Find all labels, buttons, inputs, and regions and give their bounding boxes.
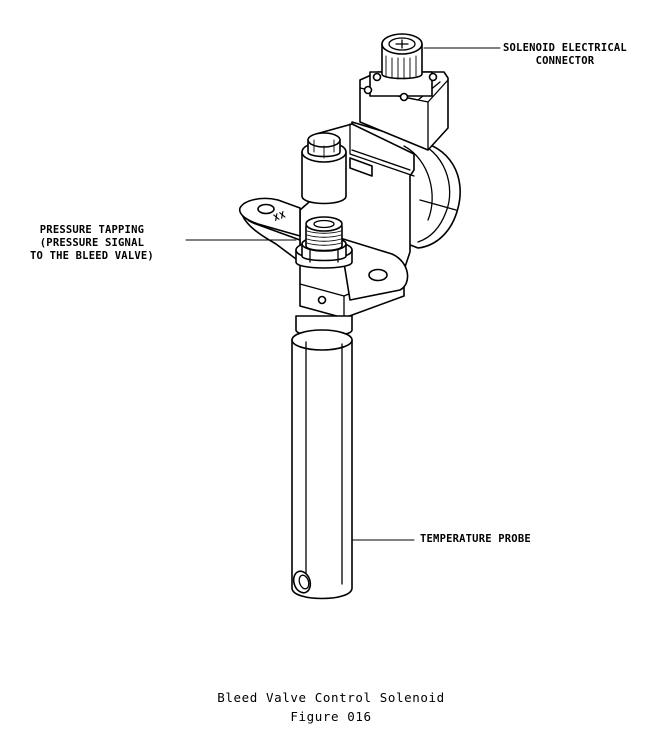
pressure-tapping-fitting [295,216,353,269]
callout-temperature-probe: TEMPERATURE PROBE [420,533,531,545]
figure-number: Figure 016 [290,709,372,724]
mounting-bracket [238,197,409,305]
callout-solenoid-connector: SOLENOID ELECTRICAL CONNECTOR [503,42,627,67]
temperature-probe [291,315,353,600]
bleed-port-cap [301,132,347,205]
electrical-connector [363,33,438,102]
callout-pressure-tapping: PRESSURE TAPPING (PRESSURE SIGNAL TO THE… [30,224,154,262]
leader-lines [185,47,501,541]
figure-title: Bleed Valve Control Solenoid [217,690,445,705]
